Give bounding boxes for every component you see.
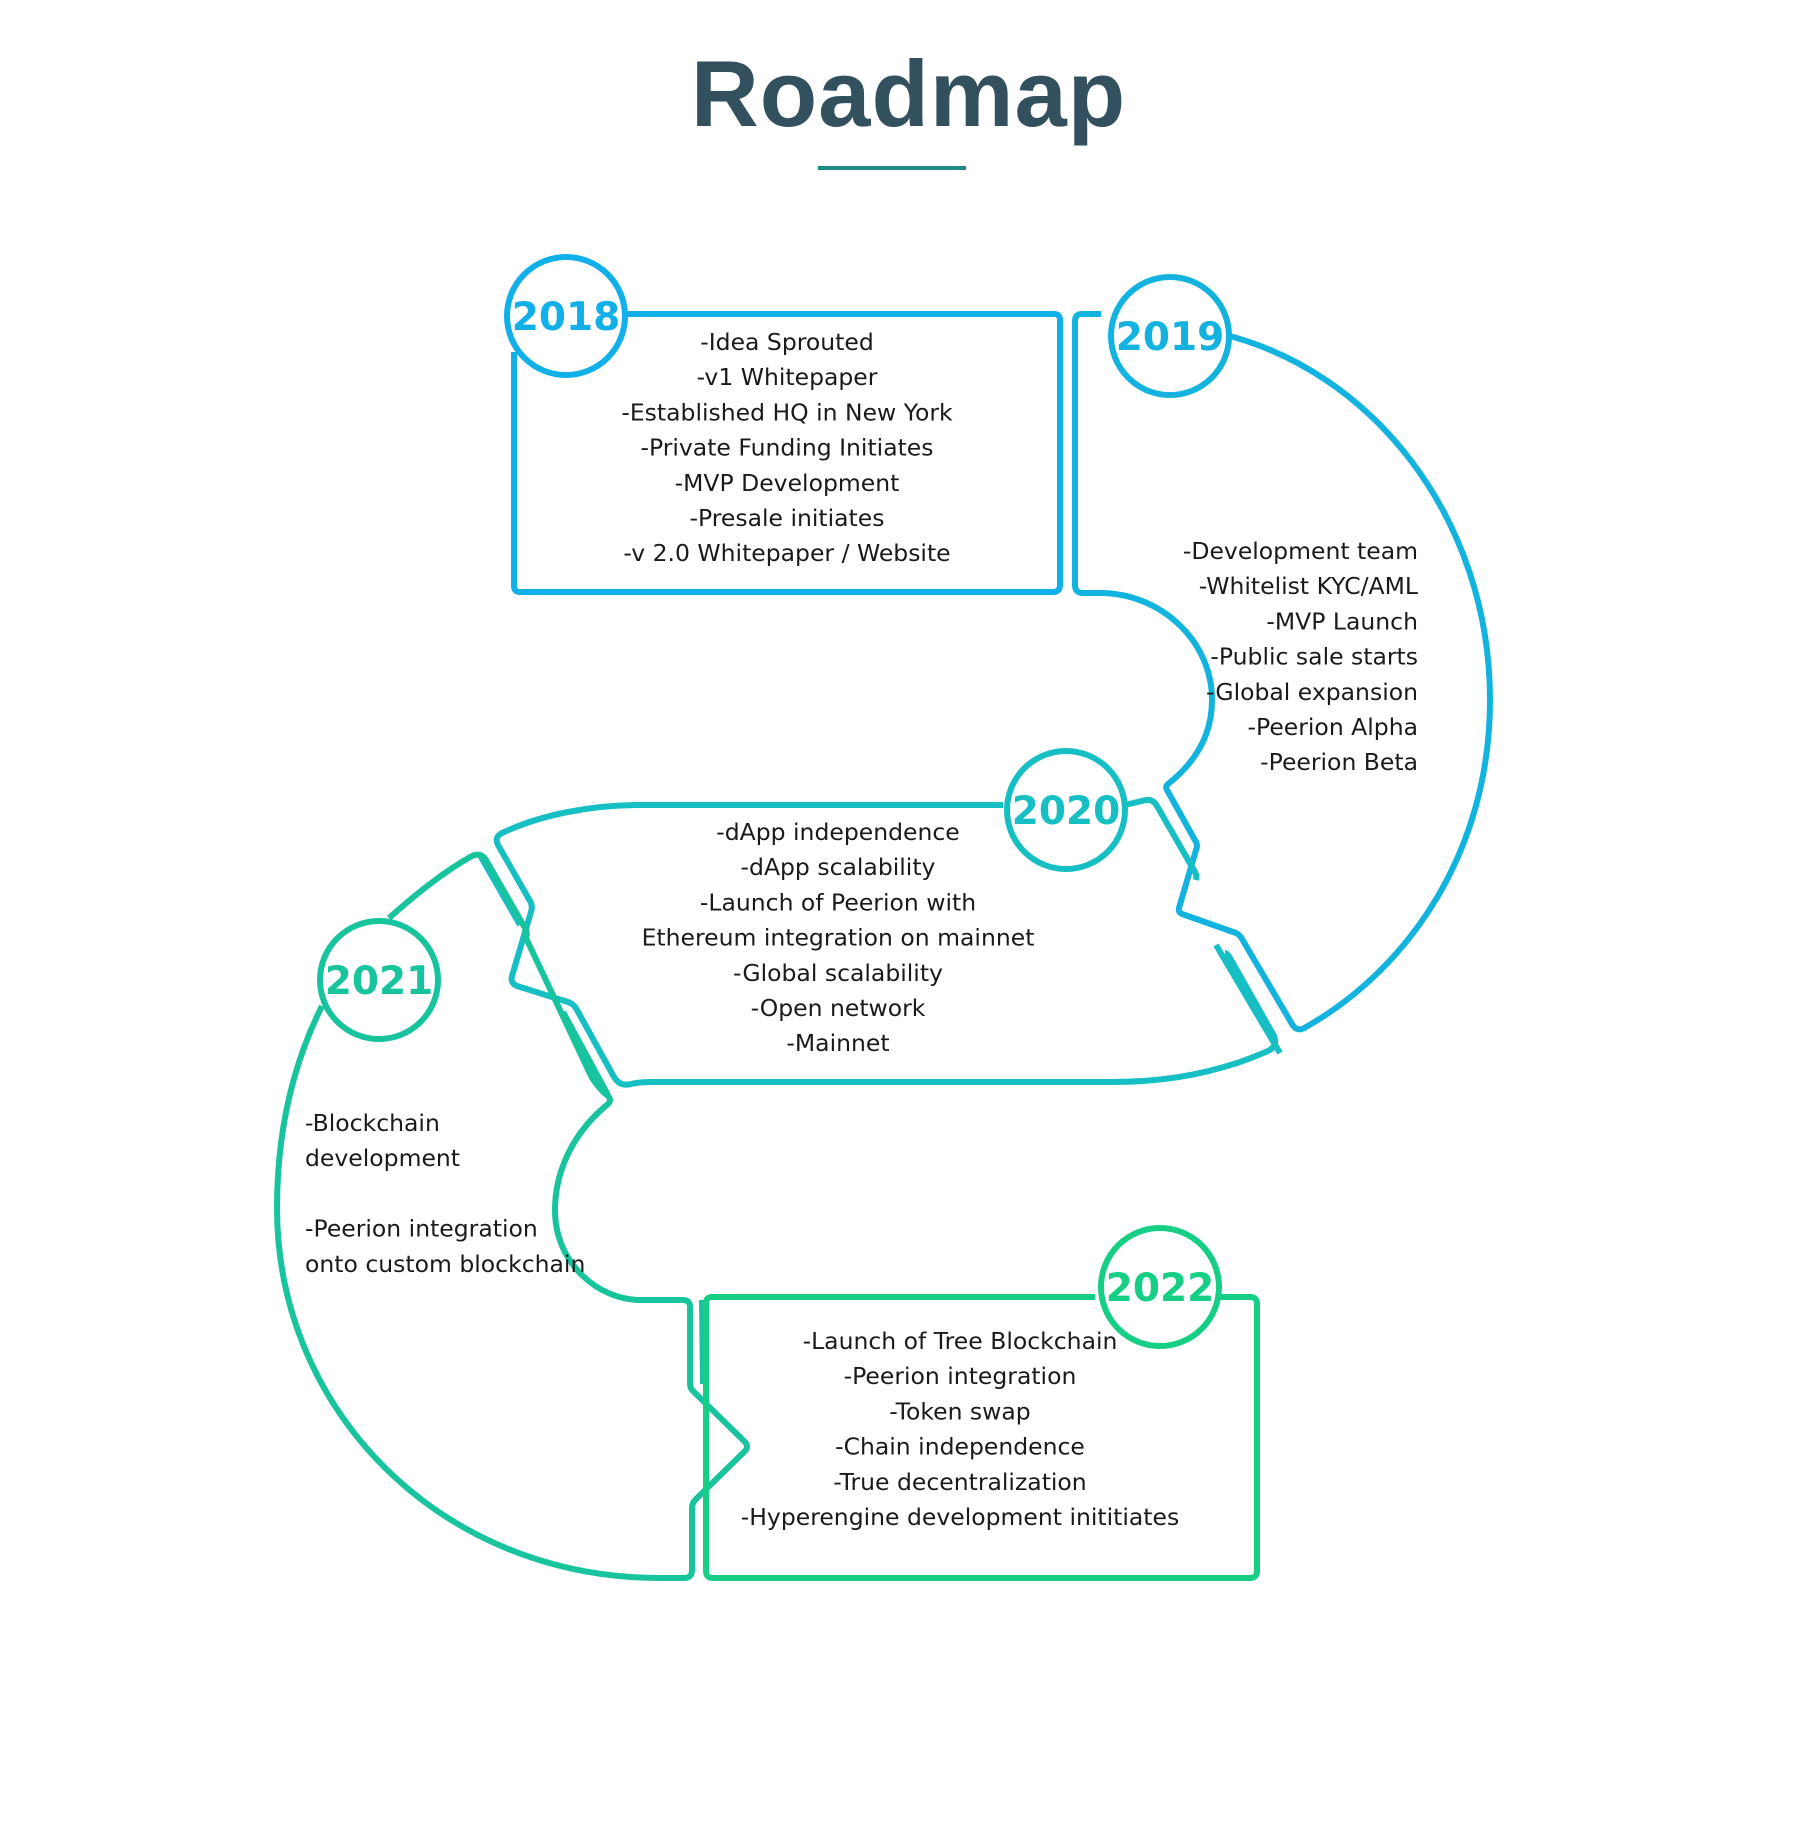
year-circle-2019 bbox=[1108, 274, 1232, 398]
page-title: Roadmap bbox=[690, 41, 1127, 146]
milestone-item: -Hyperengine development inititiates bbox=[741, 1503, 1179, 1531]
year-badge-2020: 2020 bbox=[1004, 748, 1128, 872]
milestone-item: -Global expansion bbox=[1206, 678, 1418, 706]
milestone-item: -Development team bbox=[1183, 537, 1418, 565]
year-badge-2021: 2021 bbox=[317, 918, 441, 1042]
year-circle-2020 bbox=[1004, 748, 1128, 872]
year-badge-2018: 2018 bbox=[504, 254, 628, 378]
milestone-item: -Peerion integration bbox=[844, 1362, 1077, 1390]
panel-2021 bbox=[274, 851, 750, 1581]
milestone-item: -Peerion integration bbox=[305, 1215, 538, 1243]
milestone-item: -Launch of Peerion with bbox=[700, 888, 976, 916]
milestone-item: -Global scalability bbox=[733, 959, 943, 987]
milestone-item: -True decentralization bbox=[833, 1468, 1086, 1496]
panel-2020-inner-right bbox=[1213, 943, 1283, 1055]
milestone-item: -Established HQ in New York bbox=[621, 398, 953, 426]
milestone-item: -dApp scalability bbox=[741, 853, 936, 881]
milestone-item: -Launch of Tree Blockchain bbox=[803, 1327, 1118, 1355]
milestone-item: -MVP Launch bbox=[1266, 607, 1418, 635]
milestone-item: -Chain independence bbox=[835, 1433, 1085, 1461]
milestone-item: -v1 Whitepaper bbox=[697, 363, 878, 391]
milestone-item: -Peerion Alpha bbox=[1248, 713, 1418, 741]
year-badge-2019: 2019 bbox=[1108, 274, 1232, 398]
milestone-item: -dApp independence bbox=[716, 818, 960, 846]
panel-2019 bbox=[1072, 311, 1493, 1033]
year-label-2021: 2021 bbox=[325, 959, 434, 1004]
milestone-item: onto custom blockchain bbox=[305, 1250, 585, 1278]
milestone-item: -Mainnet bbox=[786, 1029, 889, 1057]
milestone-item: -Token swap bbox=[889, 1397, 1030, 1425]
milestone-item: -Public sale starts bbox=[1210, 643, 1418, 671]
year-badge-2022: 2022 bbox=[1098, 1225, 1222, 1349]
items-2020: -dApp independence -dApp scalability -Laun… bbox=[642, 818, 1035, 1057]
year-label-2019: 2019 bbox=[1116, 315, 1225, 360]
year-label-2018: 2018 bbox=[512, 295, 621, 340]
year-label-2022: 2022 bbox=[1106, 1266, 1215, 1311]
milestone-item: -Open network bbox=[751, 994, 926, 1022]
items-2019: -Development team -Whitelist KYC/AML -MVP … bbox=[1183, 537, 1418, 776]
milestone-item: development bbox=[305, 1144, 460, 1172]
panel-2021-inner bbox=[560, 1010, 706, 1385]
milestone-item: -Blockchain bbox=[305, 1109, 440, 1137]
year-circle-2021 bbox=[317, 918, 441, 1042]
milestone-item: -Private Funding Initiates bbox=[640, 434, 933, 462]
milestone-item: -Whitelist KYC/AML bbox=[1199, 572, 1418, 600]
year-circle-2022 bbox=[1098, 1225, 1222, 1349]
milestone-item: -Peerion Beta bbox=[1260, 748, 1418, 776]
milestone-item: Ethereum integration on mainnet bbox=[642, 924, 1035, 952]
title-underline bbox=[818, 166, 966, 170]
items-2021: -Blockchain development -Peerion integrati… bbox=[305, 1109, 585, 1278]
milestone-item: -MVP Development bbox=[675, 469, 900, 497]
year-label-2020: 2020 bbox=[1012, 789, 1121, 834]
panel-2020 bbox=[493, 796, 1279, 1088]
milestone-item: -v 2.0 Whitepaper / Website bbox=[623, 539, 950, 567]
panel-2022 bbox=[703, 1294, 1260, 1581]
items-2022: -Launch of Tree Blockchain -Peerion integ… bbox=[741, 1327, 1179, 1531]
items-2018: -Idea Sprouted -v1 Whitepaper -Established… bbox=[621, 328, 953, 567]
milestone-item: -Presale initiates bbox=[690, 504, 885, 532]
panel-2018 bbox=[511, 311, 1063, 595]
year-circle-2018 bbox=[504, 254, 628, 378]
milestone-item: -Idea Sprouted bbox=[700, 328, 874, 356]
